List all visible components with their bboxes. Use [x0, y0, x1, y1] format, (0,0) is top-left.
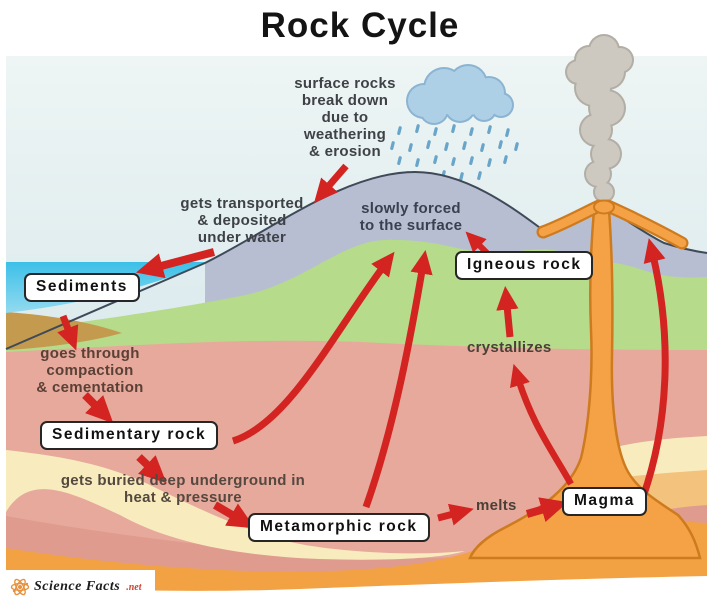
arrow-to-melts	[437, 503, 474, 526]
brand-name: Science Facts	[34, 579, 121, 594]
page-title: Rock Cycle	[260, 6, 460, 45]
label-magma: Magma	[562, 487, 647, 516]
annotation-buried: gets buried deep underground in heat & p…	[60, 472, 306, 506]
arrow-heat-pressure	[212, 501, 255, 529]
logo-background	[0, 570, 155, 605]
rain-cloud-icon	[406, 64, 514, 125]
arrow-sediments-down	[57, 314, 79, 351]
arrow-igneous-surface	[465, 231, 490, 256]
arrow-sedimentary-uplift	[231, 251, 395, 445]
sand-band-left	[6, 450, 465, 560]
arrow-crystallizes-igneous	[496, 285, 519, 338]
arrow-burial	[136, 454, 167, 484]
smoke-plume	[565, 34, 634, 203]
annotation-transported: gets transported & deposited under water	[180, 195, 304, 246]
brand-logo: Science Facts .net	[10, 577, 142, 597]
label-igneous-rock: Igneous rock	[455, 251, 594, 280]
orange-layer	[6, 493, 707, 591]
cycle-arrows	[57, 163, 669, 529]
arrow-weathering	[314, 163, 349, 203]
lava-flows	[536, 199, 689, 250]
annotation-weathering: surface rocks break down due to weatheri…	[294, 75, 396, 160]
arrow-magma-eruption	[639, 238, 669, 499]
label-sediments: Sediments	[24, 273, 140, 302]
arrow-magma-crystallizes	[509, 363, 574, 486]
annotation-slowly-forced: slowly forced to the surface	[359, 200, 463, 234]
annotation-crystallizes: crystallizes	[467, 339, 552, 356]
brand-suffix: .net	[126, 581, 142, 593]
arrow-compaction	[82, 392, 114, 424]
arrow-melts-magma	[525, 497, 568, 522]
label-metamorphic-rock: Metamorphic rock	[248, 513, 430, 542]
label-sedimentary-rock: Sedimentary rock	[40, 421, 219, 450]
arrow-deposition	[135, 248, 216, 279]
annotation-compaction: goes through compaction & cementation	[36, 345, 144, 396]
arrow-metamorphic-uplift	[362, 250, 433, 509]
annotation-melts: melts	[476, 497, 517, 514]
atom-icon	[10, 578, 30, 596]
